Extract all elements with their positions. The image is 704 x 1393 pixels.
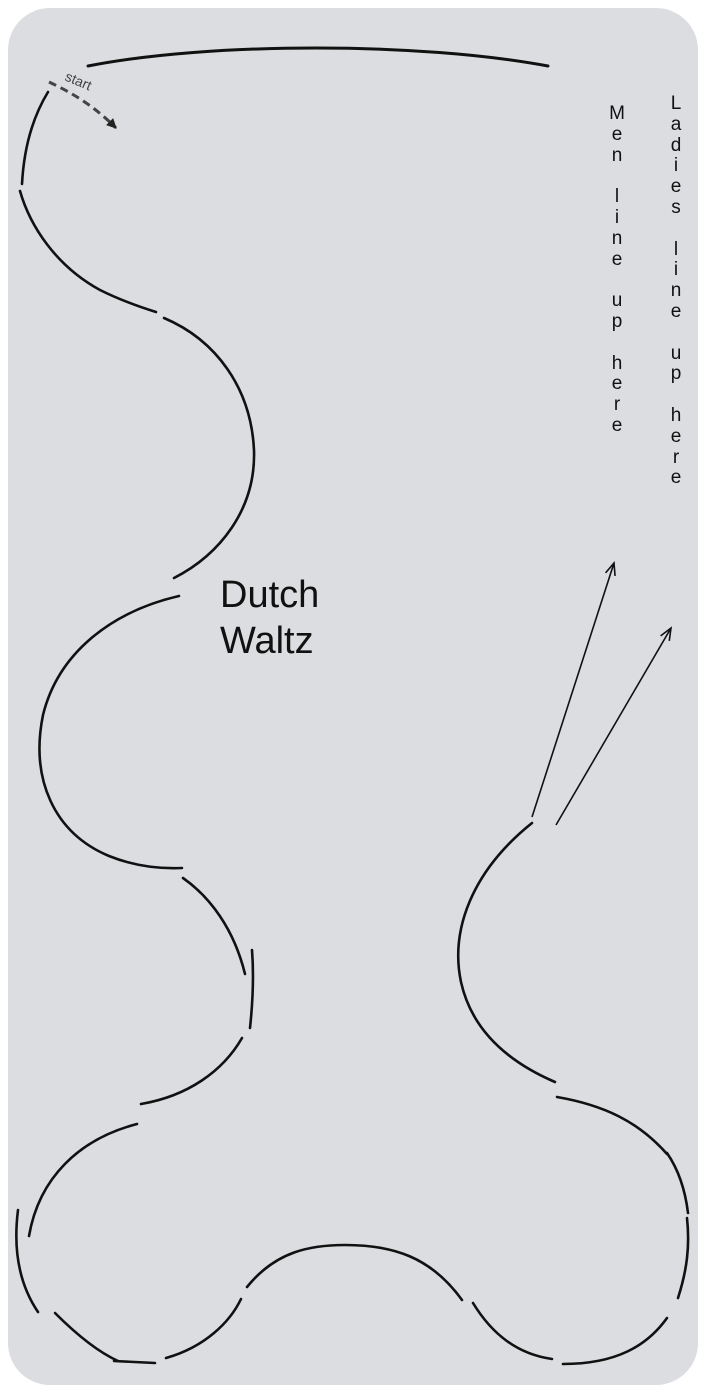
- vertical-label-letter: a: [670, 113, 682, 135]
- path-segment: [665, 1151, 690, 1215]
- title-line-dutch: Dutch: [220, 574, 320, 616]
- vertical-label-letter: e: [611, 123, 623, 145]
- vertical-label-letter: i: [614, 206, 620, 228]
- path-segment: [162, 316, 256, 580]
- vertical-label-letter: e: [611, 373, 623, 395]
- vertical-label-letter: l: [673, 238, 679, 260]
- vertical-label-letter: u: [611, 290, 623, 312]
- vertical-label-letter: i: [673, 155, 679, 177]
- dashed-arrow-icon: [48, 80, 118, 130]
- path-segment: [38, 594, 184, 870]
- vertical-label-letter: p: [670, 363, 682, 385]
- path-segment: [181, 876, 247, 976]
- path-segment: [245, 1243, 464, 1302]
- vertical-label-letter: M: [609, 103, 625, 124]
- vertical-label-letter: e: [670, 300, 682, 322]
- vertical-label-letter: n: [670, 280, 682, 302]
- vertical-label-letter: [605, 333, 629, 354]
- vertical-label-letter: [664, 219, 688, 240]
- path-segment: [561, 1316, 669, 1366]
- vertical-label-letter: [664, 323, 688, 344]
- path-segment: [139, 1036, 244, 1106]
- vertical-label-letter: r: [613, 394, 621, 416]
- path-segment: [471, 1301, 554, 1361]
- path-segment: [112, 1359, 157, 1365]
- vertical-label-letter: i: [673, 259, 679, 281]
- path-segment: [15, 1208, 40, 1314]
- path-segment: [164, 1297, 243, 1360]
- title-line-waltz: Waltz: [220, 620, 314, 662]
- dance-path: [15, 90, 690, 1366]
- vertical-label-letter: n: [611, 144, 623, 166]
- vertical-label-letter: l: [614, 186, 620, 208]
- vertical-label-letter: r: [672, 446, 680, 468]
- diagram-title: Dutch Waltz: [220, 572, 319, 664]
- vertical-label-letter: p: [611, 310, 623, 332]
- vertical-label-letter: d: [670, 134, 682, 156]
- path-segment: [248, 948, 255, 1030]
- ladies-direction-arrow: [555, 626, 673, 826]
- path-segment: [18, 189, 158, 314]
- vertical-label-letter: e: [611, 414, 623, 436]
- top-boundary-line: [86, 46, 550, 68]
- path-segment: [27, 1122, 139, 1238]
- path-segment: [555, 1095, 669, 1156]
- vertical-label-letter: [605, 270, 629, 291]
- vertical-label-letter: e: [670, 467, 682, 489]
- floor-panel: [8, 8, 698, 1385]
- path-segment: [20, 90, 50, 186]
- vertical-label-letter: [664, 385, 688, 406]
- vertical-label-letter: e: [670, 425, 682, 447]
- vertical-label-letter: h: [670, 404, 682, 426]
- vertical-label-letter: u: [670, 342, 682, 364]
- vertical-label-letter: e: [611, 248, 623, 270]
- vertical-label-letter: e: [670, 176, 682, 198]
- men-direction-arrow: [531, 561, 616, 818]
- path-segment: [676, 1216, 690, 1300]
- vertical-label-letter: [605, 166, 629, 187]
- vertical-label-letter: h: [611, 352, 623, 374]
- path-segment: [457, 821, 557, 1084]
- vertical-label-letter: n: [611, 227, 623, 249]
- vertical-label-letter: s: [671, 196, 681, 218]
- path-segment: [53, 1311, 120, 1363]
- vertical-label-letter: L: [670, 93, 682, 114]
